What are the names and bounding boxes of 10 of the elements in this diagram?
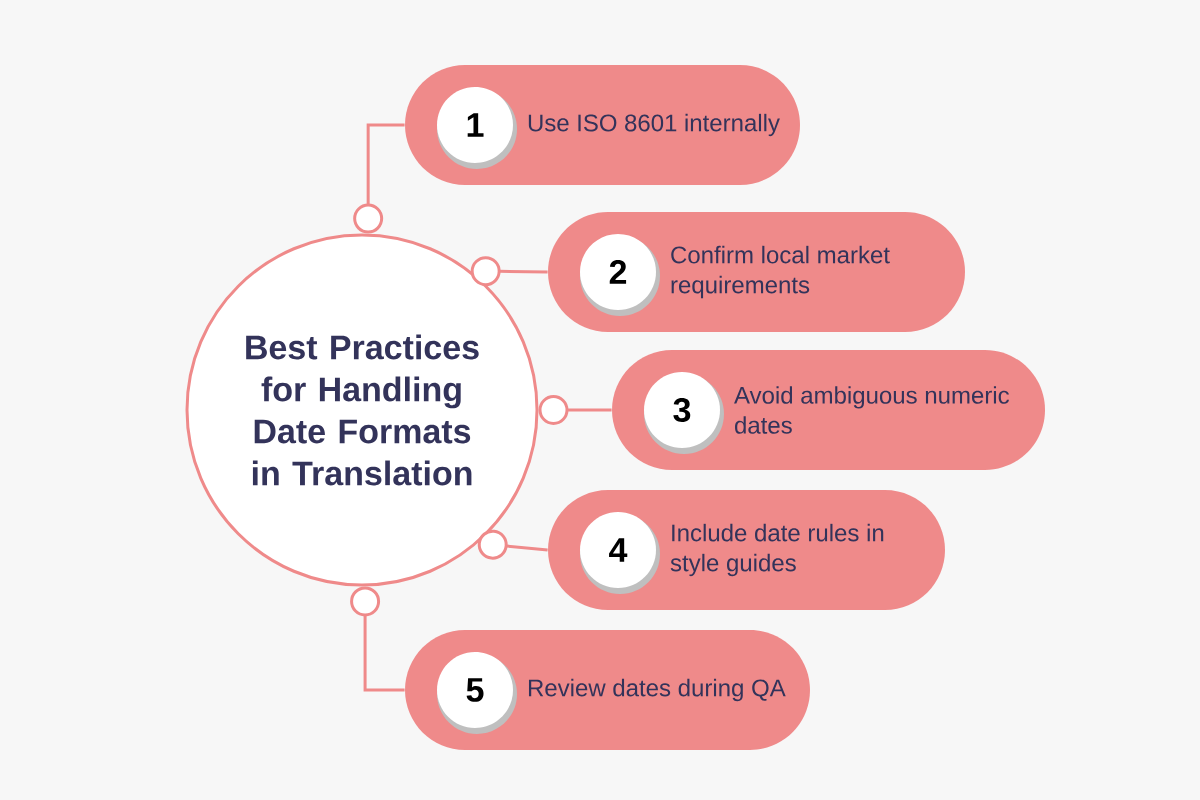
number-badge: 1 bbox=[437, 87, 517, 169]
connector-line bbox=[477, 529, 548, 560]
number-badge: 5 bbox=[437, 652, 517, 734]
connector-line bbox=[538, 395, 612, 425]
connector-line bbox=[470, 256, 548, 287]
number-badge: 3 bbox=[644, 372, 724, 454]
connector-line bbox=[350, 586, 405, 692]
connector-line bbox=[353, 123, 405, 234]
number-badge: 4 bbox=[580, 512, 660, 594]
number-badge: 2 bbox=[580, 234, 660, 316]
